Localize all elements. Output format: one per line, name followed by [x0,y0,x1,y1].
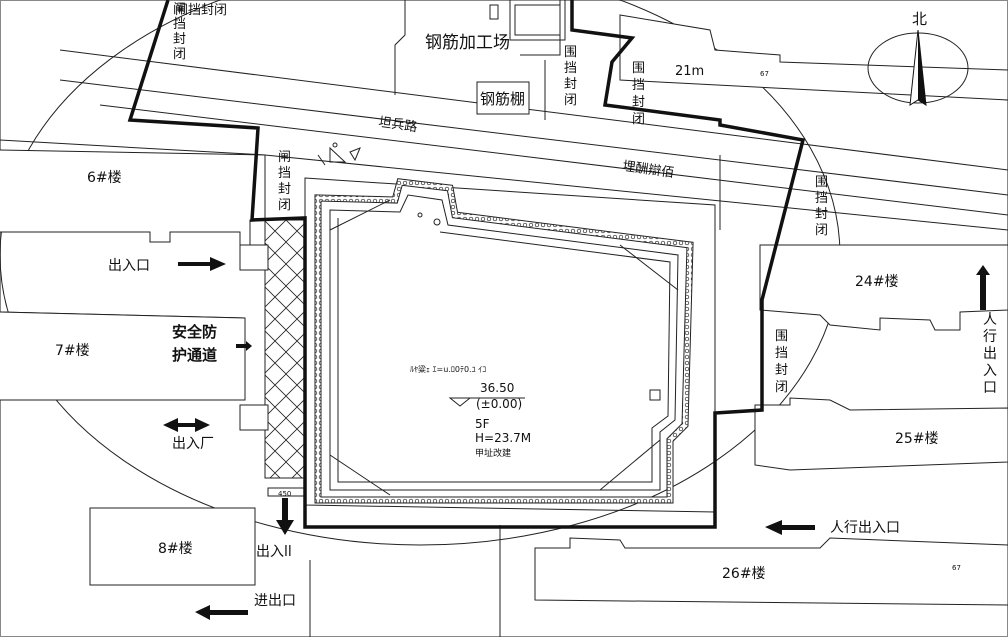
arrows [163,257,990,620]
shed-label: 钢筋棚 [480,90,525,108]
building-height: H=23.7M [475,431,531,445]
building-26-label: 26#楼 [722,566,766,582]
building-6-label: 6#楼 [87,170,122,186]
site-note: ﾙﾔ粱ｪ ｴ=u.ﾛ0ﾃ0.ﾕ ｲｺ [410,364,486,374]
entrance-label-3: 出入ll [256,544,292,560]
building-26 [534,537,1008,606]
building-25-label: 25#楼 [895,431,939,447]
enclosure-label-4: 围挡封闭 [632,61,646,127]
arrow-safety-passage [236,341,252,351]
entrance-label-2: 出入厂 [172,436,214,452]
enclosure-boundary [127,0,806,529]
building-8-label: 8#楼 [158,541,193,557]
building-6 [0,149,266,246]
arrow-entrance-3 [276,498,294,535]
workshop-label: 钢筋加工场 [425,33,510,53]
safety-passage-line-2: 护通道 [172,346,217,364]
arrow-pedestrian-vertical [976,265,990,310]
enclosure-label-2: 闸挡封闭 [278,150,292,213]
entry-exit-label: 进出口 [254,593,296,609]
north-compass: 北 [867,10,969,106]
vertical-labels: 闸挡封闭 [175,3,227,18]
site-boundary [304,177,716,513]
entrance-label-1: 出入口 [108,258,150,274]
elevation-marker [448,397,472,407]
building-floors: 5F [475,417,490,431]
arrow-entrance-1 [178,257,226,271]
building-7 [0,311,246,401]
labels: 钢筋加工场 钢筋棚 21m 坦兵路 埋酬辯佰 ﾙﾔ粱ｪ ｴ=u.ﾛ0ﾃ0.ﾕ ｲ… [55,33,961,609]
enclosure-label-3: 围挡封闭 [564,45,578,108]
enclosure-label-6: 围挡封闭 [775,329,789,395]
safety-passage-line-1: 安全防 [172,323,217,341]
dimension-label: 450 [278,490,291,498]
pedestrian-entrance-label: 人行出入口 [830,520,900,536]
building-top-right [619,14,1008,101]
arrow-entrance-2 [163,418,210,432]
building-7-label: 7#楼 [55,343,90,359]
building-24 [759,244,1008,331]
building-8 [89,487,307,586]
north-label: 北 [912,10,927,28]
gate-symbol [317,142,361,166]
road-label-2: 埋酬辯佰 [621,159,675,181]
arrow-entry-exit [195,605,248,620]
building-note: 甲址改建 [475,447,511,459]
building-25 [754,397,1008,471]
elevation-zero: (±0.00) [476,397,522,411]
distance-label: 21m [675,64,704,79]
corner-number: 67 [760,70,769,78]
road-label: 坦兵路 [377,114,418,135]
rebar-shed-box [476,81,530,115]
enclosure-label-1: 闸挡封闭 [173,2,187,62]
safety-passage-hatch [264,219,306,479]
enclosure-label-5: 围挡封闭 [815,175,829,238]
corner-number-2: 67 [952,564,961,572]
workshop-area [394,0,566,120]
elevation-value: 36.50 [480,381,514,395]
pedestrian-entrance-vertical-label: 人行出入口 [983,312,997,396]
retaining-wall [314,178,694,504]
arrow-pedestrian [765,520,815,535]
building-24-label: 24#楼 [855,274,899,290]
enclosure-label-top-left: 闸挡封闭 [175,3,227,18]
